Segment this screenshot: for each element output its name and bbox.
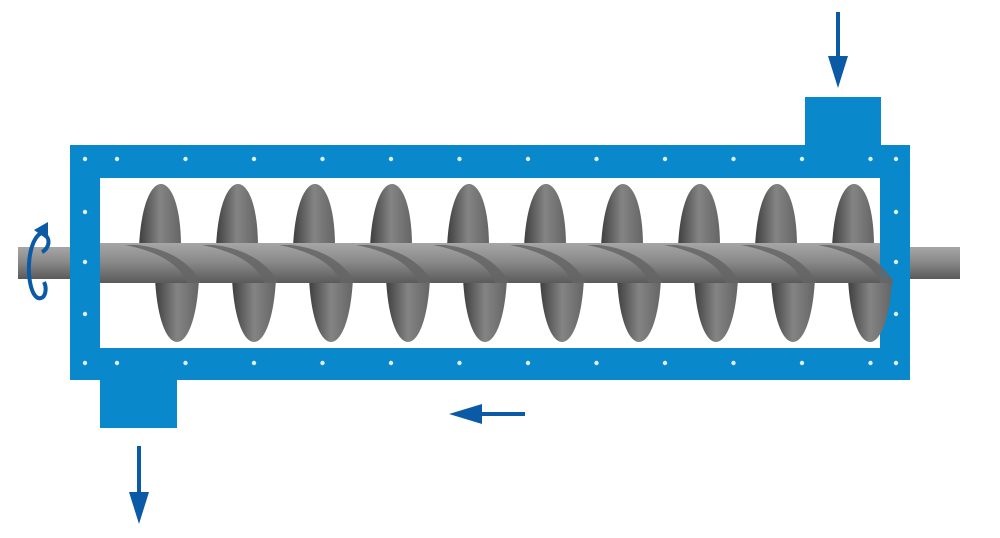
screw-flight-upper [139, 184, 181, 247]
screw-flight-helix [510, 245, 586, 283]
screw-flight-helix [664, 245, 740, 283]
bolt [114, 156, 120, 162]
screw-flight-helix [741, 245, 817, 283]
screw-flight-helix [433, 245, 509, 283]
rotation-arrow-icon [27, 222, 51, 301]
screw-flight-helix [125, 245, 201, 283]
screw-flight-upper [293, 184, 335, 247]
screw-flight-upper [678, 184, 720, 247]
bolt [662, 156, 668, 162]
bolt [893, 156, 899, 162]
inlet-arrow-icon [828, 12, 848, 88]
screw-flights-front [125, 245, 894, 283]
screw-flight-lower [155, 278, 199, 342]
bolt [82, 360, 88, 366]
bolt [388, 360, 394, 366]
bolt [320, 156, 325, 162]
screw-flight-lower [617, 278, 661, 342]
screw-flight-lower [232, 278, 276, 342]
screw-flights-back [139, 184, 892, 342]
bolt [82, 259, 88, 265]
screw-flight-upper [832, 184, 874, 247]
bolt [662, 360, 668, 366]
bolt [868, 360, 873, 366]
bolt [799, 360, 805, 366]
bolt [82, 311, 88, 317]
bolt [320, 360, 325, 366]
bolt [799, 156, 805, 162]
bolt [251, 156, 257, 162]
outlet-chute [100, 378, 177, 428]
housing [70, 97, 910, 428]
screw-flight-lower [540, 278, 584, 342]
inlet-hopper [805, 97, 881, 147]
bolt [183, 156, 188, 162]
screw-flight-lower [694, 278, 738, 342]
bolt [457, 156, 462, 162]
screw-flight-helix [818, 245, 894, 283]
bolt [525, 156, 531, 162]
screw-flight-lower [848, 278, 892, 342]
shaft-right-extension [910, 247, 960, 279]
screw-flight-helix [202, 245, 278, 283]
bolt [893, 259, 899, 265]
screw-flight-helix [587, 245, 663, 283]
screw-flight-upper [216, 184, 258, 247]
screw-flight-helix [356, 245, 432, 283]
screw-flight-upper [755, 184, 797, 247]
bolt [594, 360, 599, 366]
bolt [82, 209, 88, 215]
bolt [893, 360, 899, 366]
screw-flight-helix [279, 245, 355, 283]
screw-flight-lower [386, 278, 430, 342]
bolt [893, 209, 899, 215]
bolt [731, 156, 736, 162]
bolt [183, 360, 188, 366]
bolt [525, 360, 531, 366]
outlet-arrow-icon [129, 446, 149, 524]
bolt [731, 360, 736, 366]
bolt [82, 156, 88, 162]
screw-flight-upper [524, 184, 566, 247]
housing-bolts [82, 156, 899, 366]
bolt [251, 360, 257, 366]
screw-flight-lower [463, 278, 507, 342]
screw-flight-upper [447, 184, 489, 247]
bolt [594, 156, 599, 162]
bolt [893, 311, 899, 317]
screw-flight-upper [370, 184, 412, 247]
screw-flight-lower [771, 278, 815, 342]
flow-direction-arrow-icon [449, 404, 525, 424]
bolt [388, 156, 394, 162]
housing-frame [70, 145, 910, 380]
bolt [868, 156, 873, 162]
screw-flight-lower [309, 278, 353, 342]
bolt [114, 360, 120, 366]
screw-flight-upper [601, 184, 643, 247]
bolt [457, 360, 462, 366]
